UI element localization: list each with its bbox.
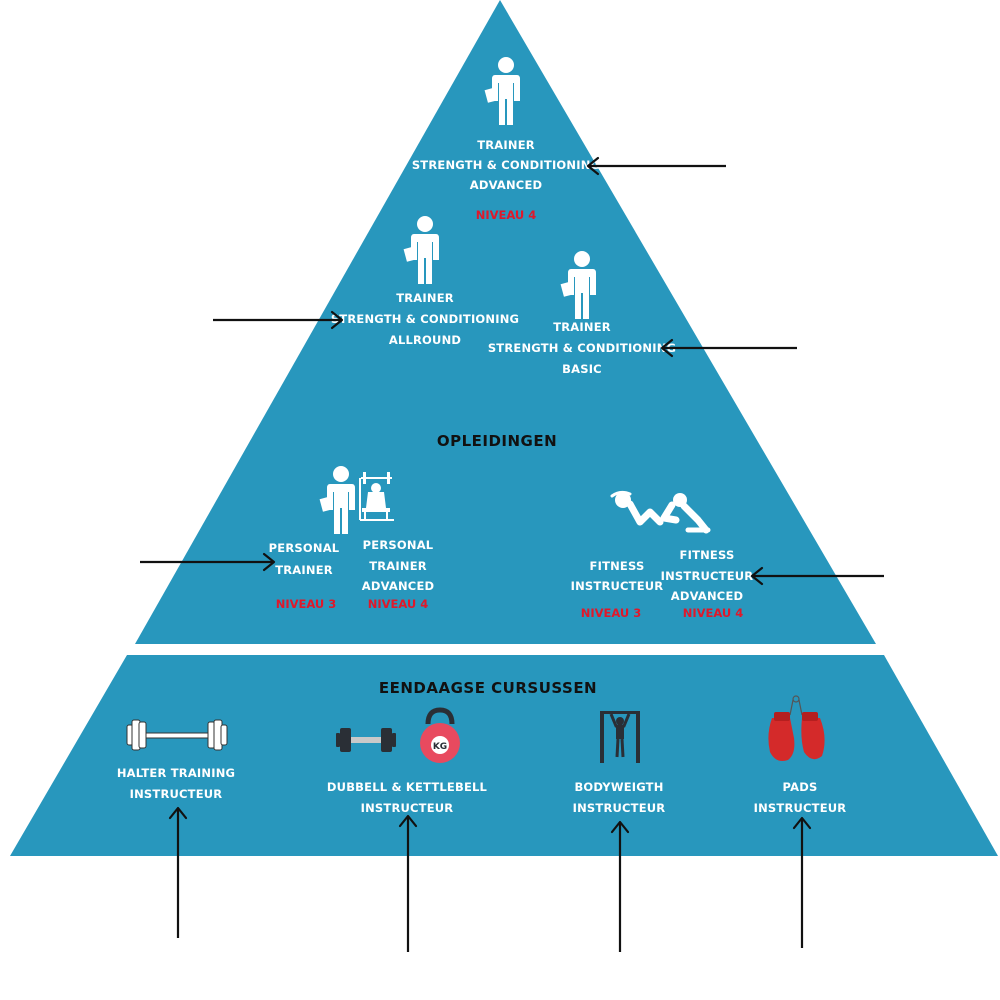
barbell-icon	[126, 719, 228, 751]
fitness-instructeur-advanced-level: NIVEAU 4	[683, 606, 744, 620]
kettlebell-kg-label: KG	[433, 742, 447, 752]
course-dubbell-line-2: INSTRUCTEUR	[361, 801, 454, 815]
arrow-trainer-basic	[660, 338, 797, 358]
trainer-advanced-line-3: ADVANCED	[470, 178, 543, 192]
dumbbell-kettlebell-icon: KG	[336, 707, 460, 763]
fitness-instructeur-block: FITNESS INSTRUCTEUR NIVEAU 3	[571, 559, 664, 620]
personal-trainer-advanced-line-2: TRAINER	[369, 559, 427, 573]
trainer-allround-block: TRAINER STRENGTH & CONDITIONING ALLROUND	[331, 216, 519, 347]
trainer-allround-line-1: TRAINER	[396, 291, 454, 305]
fitness-instructeur-advanced-line-1: FITNESS	[680, 548, 735, 562]
arrow-halter	[168, 806, 188, 938]
personal-trainer-advanced-line-1: PERSONAL	[363, 538, 434, 552]
course-pads-line-2: INSTRUCTEUR	[754, 801, 847, 815]
fitness-instructeur-advanced-line-3: ADVANCED	[671, 589, 744, 603]
eendaagse-cursussen-heading: EENDAAGSE CURSUSSEN	[379, 679, 597, 697]
trainer-advanced-line-2: STRENGTH & CONDITIONING	[412, 158, 600, 172]
trainer-allround-line-2: STRENGTH & CONDITIONING	[331, 312, 519, 326]
trainer-advanced-line-1: TRAINER	[477, 138, 535, 152]
personal-trainer-level: NIVEAU 3	[276, 597, 337, 611]
opleidingen-heading: OPLEIDINGEN	[437, 432, 557, 450]
course-pads-line-1: PADS	[783, 780, 818, 794]
course-halter-line-1: HALTER TRAINING	[117, 766, 235, 780]
arrow-dubbell	[398, 814, 418, 952]
arrow-personal-trainer	[140, 552, 276, 572]
trainer-advanced-block: TRAINER STRENGTH & CONDITIONING ADVANCED…	[412, 57, 600, 222]
arrow-trainer-advanced	[586, 156, 726, 176]
personal-trainer-advanced-block: PERSONAL TRAINER ADVANCED NIVEAU 4	[362, 538, 435, 611]
personal-trainer-icons	[319, 466, 394, 534]
boxing-gloves-icon	[768, 695, 825, 761]
personal-trainer-advanced-line-3: ADVANCED	[362, 579, 435, 593]
course-dubbell-line-1: DUBBELL & KETTLEBELL	[327, 780, 488, 794]
trainer-advanced-level: NIVEAU 4	[476, 208, 537, 222]
course-bodyweigth-line-1: BODYWEIGTH	[574, 780, 663, 794]
pyramid-bottom-section	[10, 655, 998, 856]
arrow-bodyweigth	[610, 820, 630, 952]
arrow-pads	[792, 816, 812, 948]
trainer-allround-line-3: ALLROUND	[389, 333, 461, 347]
trainer-basic-block: TRAINER STRENGTH & CONDITIONING BASIC	[488, 251, 676, 376]
arrow-trainer-allround	[213, 310, 344, 330]
trainer-basic-line-1: TRAINER	[553, 320, 611, 334]
pyramid-top-section	[135, 0, 876, 644]
arrow-fitness-advanced	[750, 566, 884, 586]
fitness-instructeur-advanced-block: FITNESS INSTRUCTEUR ADVANCED NIVEAU 4	[661, 548, 754, 620]
trainer-basic-line-3: BASIC	[562, 362, 602, 376]
course-bodyweigth-line-2: INSTRUCTEUR	[573, 801, 666, 815]
personal-trainer-line-1: PERSONAL	[269, 541, 340, 555]
personal-trainer-block: PERSONAL TRAINER NIVEAU 3	[269, 541, 340, 611]
fitness-instructeur-line-2: INSTRUCTEUR	[571, 579, 664, 593]
fitness-instructeur-level: NIVEAU 3	[581, 606, 642, 620]
fitness-instructeur-line-1: FITNESS	[590, 559, 645, 573]
trainer-basic-line-2: STRENGTH & CONDITIONING	[488, 341, 676, 355]
pullup-bar-icon	[600, 711, 640, 763]
personal-trainer-advanced-level: NIVEAU 4	[368, 597, 429, 611]
fitness-instructeur-advanced-line-2: INSTRUCTEUR	[661, 569, 754, 583]
personal-trainer-line-2: TRAINER	[275, 563, 333, 577]
course-halter-line-2: INSTRUCTEUR	[130, 787, 223, 801]
situp-partner-icon	[610, 490, 711, 534]
bench-press-icon	[359, 472, 394, 521]
